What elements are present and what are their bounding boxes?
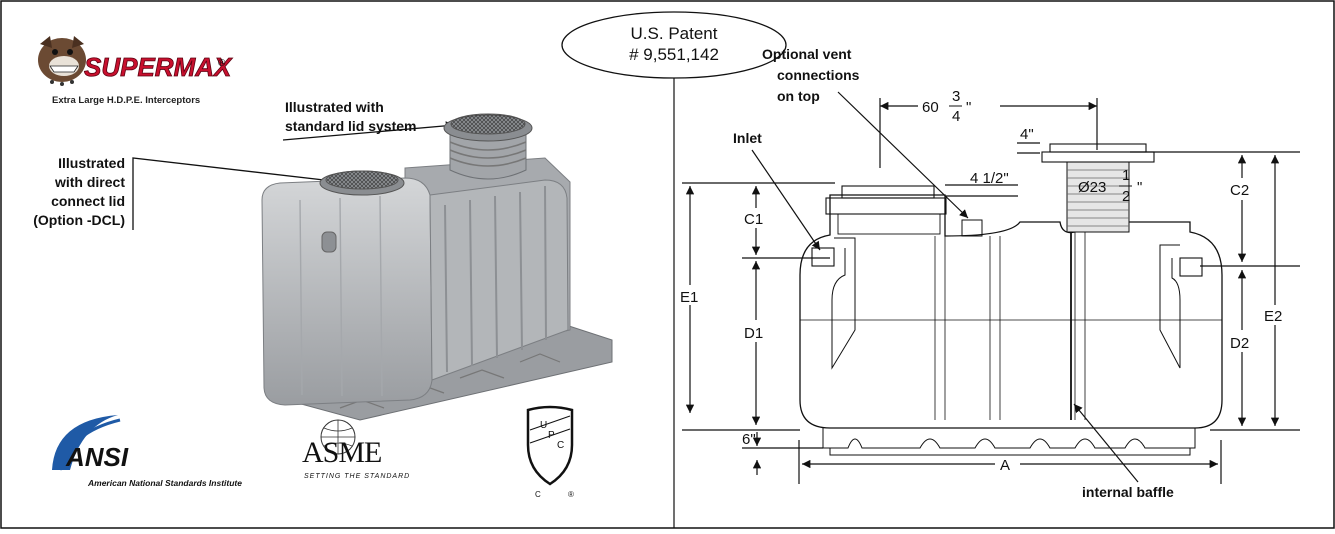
standard-lid-callout-line2: standard lid system [285, 118, 417, 134]
asme-caption: SETTING THE STANDARD [304, 473, 410, 480]
patent-line2: # 9,551,142 [629, 45, 719, 64]
top-width-num: 3 [952, 88, 960, 105]
brand-registered: ® [218, 58, 226, 69]
baffle-leader [1073, 403, 1139, 483]
tank-side-elevation [799, 143, 1223, 456]
vent-callout-line1: Optional vent [762, 46, 852, 62]
brand-name: SUPERMAX [84, 52, 233, 82]
standard-lid-callout-line1: Illustrated with [285, 99, 384, 115]
dim-lid-offset: 4 1/2" [945, 170, 1018, 197]
brand-tagline: Extra Large H.D.P.E. Interceptors [52, 95, 200, 106]
riser-dia-den: 2 [1122, 188, 1130, 205]
patent-line1: U.S. Patent [631, 24, 718, 43]
e2-label: E2 [1264, 308, 1282, 325]
baffle-callout: internal baffle [1082, 484, 1174, 500]
direct-lid-callout-line4: (Option -DCL) [33, 212, 125, 228]
top-width-den: 4 [952, 108, 960, 125]
dim-right-verticals: C2 D2 E2 [1130, 151, 1300, 431]
ansi-name: ANSI [65, 442, 129, 472]
patent-badge: U.S. Patent # 9,551,142 [561, 11, 787, 79]
dim-length: A [798, 440, 1222, 484]
asme-name: ASME [302, 436, 381, 469]
supermax-logo: SUPERMAX ® Extra Large H.D.P.E. Intercep… [38, 36, 233, 106]
inlet-callout: Inlet [733, 130, 762, 146]
vent-callout-line2: connections [777, 67, 860, 83]
upc-logo: U P C C ® [526, 405, 574, 499]
vent-leader [837, 91, 969, 219]
vent-callout-line3: on top [777, 88, 820, 104]
dim-base-height: 6" [742, 431, 823, 475]
e1-label: E1 [680, 289, 698, 306]
ansi-caption: American National Standards Institute [87, 478, 242, 488]
ansi-logo: ANSI American National Standards Institu… [52, 415, 242, 488]
direct-lid-callout-line1: Illustrated [58, 155, 125, 171]
lid-offset: 4 1/2" [970, 170, 1009, 187]
lid-height: 4" [1020, 126, 1034, 143]
upc-letter-c: C [557, 440, 564, 451]
base-height: 6" [742, 431, 756, 448]
dim-riser-diameter: Ø23 1 2 " [1078, 167, 1142, 205]
bulldog-icon [38, 36, 86, 86]
dim-lid-height: 4" [1017, 126, 1040, 154]
top-width-whole: 60 [922, 99, 939, 116]
dim-top-width: 60 3 4 " [879, 88, 1098, 168]
standard-lid-leader [282, 121, 456, 141]
direct-lid-leader [132, 157, 351, 230]
length-label: A [1000, 457, 1010, 474]
tank-illustration [261, 113, 613, 421]
upc-c-mark: C [535, 490, 541, 499]
asme-logo: ASME SETTING THE STANDARD [302, 419, 410, 480]
dim-left-verticals: E1 C1 D1 [680, 182, 835, 431]
upc-letter-p: P [548, 430, 555, 441]
riser-dia-num: 1 [1122, 167, 1130, 184]
c2-label: C2 [1230, 182, 1249, 199]
d2-label: D2 [1230, 335, 1249, 352]
inlet-leader [751, 149, 821, 251]
upc-registered: ® [568, 490, 574, 499]
riser-dia-unit: " [1137, 179, 1142, 196]
riser-dia-whole: Ø23 [1078, 179, 1106, 196]
direct-lid-callout: Illustrated with direct connect lid (Opt… [33, 155, 125, 228]
top-width-unit: " [966, 99, 971, 116]
d1-label: D1 [744, 325, 763, 342]
direct-lid-callout-line3: connect lid [51, 193, 125, 209]
direct-lid-callout-line2: with direct [54, 174, 125, 190]
upc-letter-u: U [540, 420, 547, 431]
c1-label: C1 [744, 211, 763, 228]
